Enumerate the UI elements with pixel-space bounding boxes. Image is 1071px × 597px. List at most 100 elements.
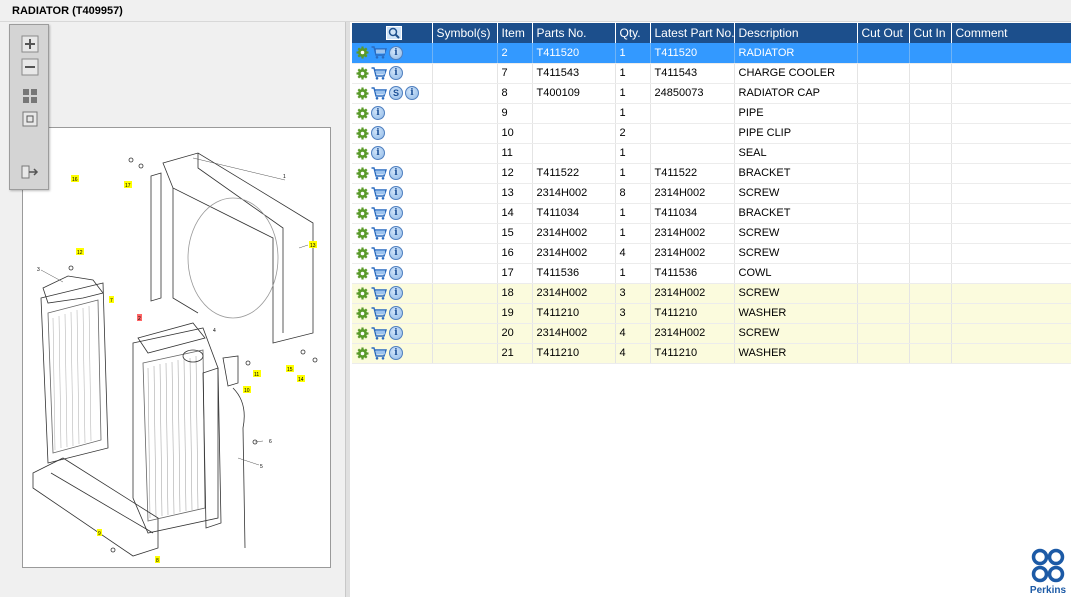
add-to-cart-icon[interactable] [371,286,387,300]
callout-4[interactable]: 4 [213,328,216,334]
info-icon[interactable]: i [371,146,385,160]
info-icon[interactable]: i [389,226,403,240]
part-details-gear-icon[interactable] [356,67,369,80]
callout-7[interactable]: 7 [110,298,113,304]
callout-18[interactable]: 18 [323,129,329,135]
column-header-latest-part-no[interactable]: Latest Part No. [650,23,735,43]
part-details-gear-icon[interactable] [356,107,369,120]
callout-3[interactable]: 3 [37,267,40,273]
part-details-gear-icon[interactable] [356,147,369,160]
part-details-gear-icon[interactable] [356,207,369,220]
info-icon[interactable]: i [389,326,403,340]
add-to-cart-icon[interactable] [371,66,387,80]
parts-list-table: Symbol(s) Item Parts No. Qty. Latest Par… [352,23,1071,364]
exploded-parts-drawing[interactable]: 16 17 12 7 2 13 1 3 4 5 6 8 9 10 11 14 1… [22,127,331,568]
info-icon[interactable]: i [371,126,385,140]
callout-13[interactable]: 13 [310,243,316,249]
callout-6[interactable]: 6 [269,439,272,445]
add-to-cart-icon[interactable] [371,206,387,220]
info-icon[interactable]: i [389,266,403,280]
add-to-cart-icon[interactable] [371,326,387,340]
column-header-description[interactable]: Description [734,23,858,43]
add-to-cart-icon[interactable] [371,166,387,180]
info-icon[interactable]: i [371,106,385,120]
column-header-item[interactable]: Item [497,23,533,43]
callout-14[interactable]: 14 [298,377,304,383]
part-details-gear-icon[interactable] [356,87,369,100]
callout-1[interactable]: 1 [283,174,286,180]
callout-15[interactable]: 15 [287,367,293,373]
add-to-cart-icon[interactable] [371,186,387,200]
actual-size-icon[interactable] [21,110,39,128]
part-details-gear-icon[interactable] [356,127,369,140]
add-to-cart-icon[interactable] [371,86,387,100]
add-to-cart-icon[interactable] [371,346,387,360]
cell-comment [951,163,1071,184]
callout-12[interactable]: 12 [77,250,83,256]
info-icon[interactable]: i [389,306,403,320]
part-details-gear-icon[interactable] [356,167,369,180]
part-details-gear-icon[interactable] [356,307,369,320]
part-details-gear-icon[interactable] [356,46,369,59]
add-to-cart-icon[interactable] [371,46,387,59]
part-details-gear-icon[interactable] [356,287,369,300]
add-to-cart-icon[interactable] [371,246,387,260]
callout-9[interactable]: 9 [98,531,101,537]
add-to-cart-icon[interactable] [371,266,387,280]
part-details-gear-icon[interactable] [356,347,369,360]
info-icon[interactable]: i [389,206,403,220]
info-icon[interactable]: i [389,166,403,180]
part-details-gear-icon[interactable] [356,267,369,280]
add-to-cart-icon[interactable] [371,306,387,320]
add-to-cart-icon[interactable] [371,226,387,240]
supersession-icon[interactable]: S [389,86,403,100]
column-header-icons[interactable] [352,23,433,43]
fit-all-icon[interactable] [21,87,39,105]
info-icon[interactable]: i [405,86,419,100]
callout-11[interactable]: 11 [254,372,259,378]
info-icon[interactable]: i [389,45,403,60]
zoom-in-icon[interactable] [21,35,39,53]
callout-17[interactable]: 17 [125,183,131,189]
zoom-out-icon[interactable] [21,58,39,76]
export-icon[interactable] [21,163,39,181]
info-icon[interactable]: i [389,346,403,360]
info-icon[interactable]: i [389,66,403,80]
column-header-comment[interactable]: Comment [951,23,1071,43]
part-details-gear-icon[interactable] [356,327,369,340]
callout-16[interactable]: 16 [72,177,78,183]
callout-5[interactable]: 5 [260,464,263,470]
info-icon[interactable]: i [389,286,403,300]
search-parts-icon[interactable] [385,26,402,41]
callout-10[interactable]: 10 [244,388,250,394]
column-header-symbols[interactable]: Symbol(s) [432,23,498,43]
pane-splitter[interactable] [345,22,350,597]
part-details-gear-icon[interactable] [356,227,369,240]
part-details-gear-icon[interactable] [356,187,369,200]
column-header-qty[interactable]: Qty. [615,23,651,43]
column-header-part-no[interactable]: Parts No. [532,23,616,43]
column-header-cut-in[interactable]: Cut In [909,23,952,43]
info-icon[interactable]: i [389,186,403,200]
callout-2[interactable]: 2 [138,316,141,322]
part-details-gear-icon[interactable] [356,247,369,260]
callout-8[interactable]: 8 [156,558,159,564]
column-header-cut-out[interactable]: Cut Out [857,23,910,43]
info-icon[interactable]: i [389,246,403,260]
